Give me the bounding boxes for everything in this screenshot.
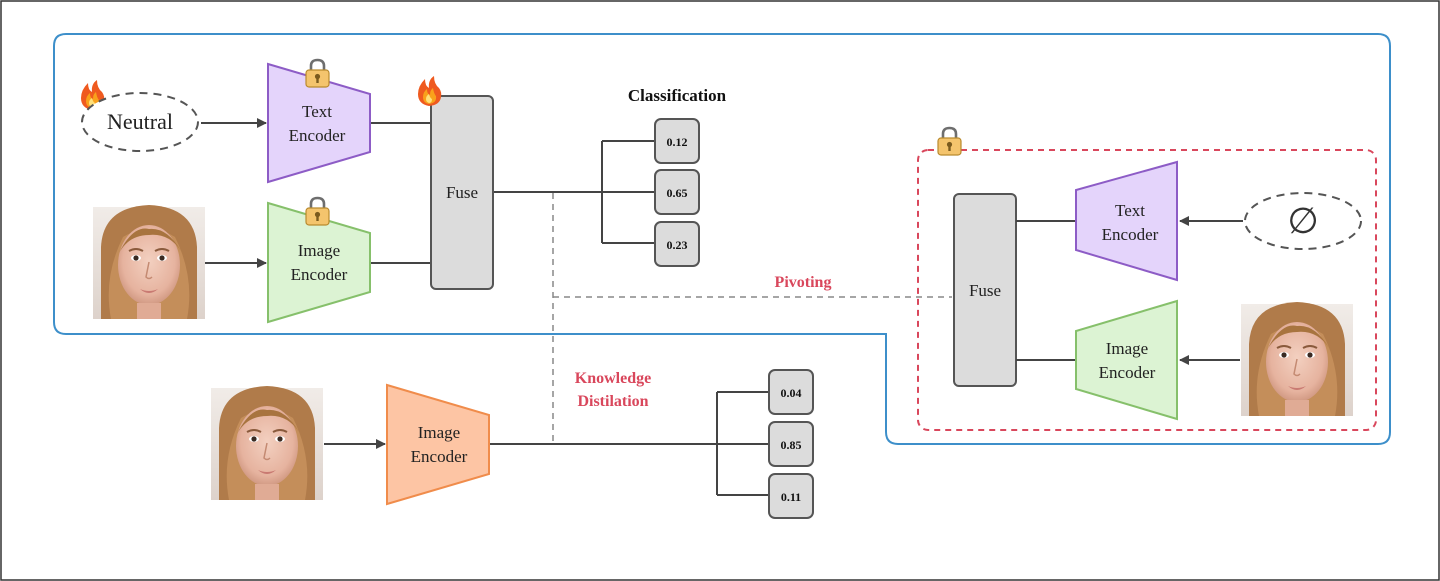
fuse-block-top <box>430 95 494 290</box>
face-photo-bottom <box>210 385 324 501</box>
teacher-score-box <box>654 118 700 164</box>
student-encoder-label-1: Image <box>418 423 460 442</box>
face-photo-right <box>1240 301 1354 417</box>
text-encoder-frozen <box>1075 160 1178 282</box>
teacher-score-value: 0.65 <box>667 186 688 200</box>
frozen-module-outline <box>917 149 1377 431</box>
image-encoder-top-label-2: Encoder <box>291 265 348 284</box>
text-encoder-top-label-1: Text <box>302 102 332 121</box>
student-score-value: 0.11 <box>781 490 801 504</box>
image-encoder-frozen-label-1: Image <box>1106 339 1148 358</box>
student-score-value: 0.85 <box>781 438 802 452</box>
neutral-prompt-ellipse <box>81 92 199 152</box>
text-encoder-top-label-2: Encoder <box>289 126 346 145</box>
image-encoder-top <box>267 201 371 324</box>
image-encoder-top-label-1: Image <box>298 241 340 260</box>
lock-icon <box>304 196 331 227</box>
face-photo-top <box>92 204 206 320</box>
student-score-box <box>768 369 814 415</box>
pivoting-label: Pivoting <box>775 274 832 291</box>
classification-title: Classification <box>628 86 727 105</box>
text-encoder-frozen-label-1: Text <box>1115 201 1145 220</box>
image-encoder-frozen <box>1075 299 1178 421</box>
text-encoder-top <box>267 62 371 184</box>
knowledge-distillation-label-2: Distilation <box>577 393 648 410</box>
teacher-score-box <box>654 169 700 215</box>
student-encoder-label-2: Encoder <box>411 447 468 466</box>
lock-icon <box>936 126 963 157</box>
teacher-score-box <box>654 221 700 267</box>
fuse-frozen-label: Fuse <box>969 281 1001 300</box>
student-score-box <box>768 421 814 467</box>
teacher-panel-outline <box>53 33 1391 445</box>
fire-icon <box>418 76 442 106</box>
lock-icon <box>304 58 331 89</box>
text-encoder-frozen-label-2: Encoder <box>1102 225 1159 244</box>
fuse-top-label: Fuse <box>446 183 478 202</box>
neutral-prompt-label: Neutral <box>107 109 173 134</box>
teacher-score-value: 0.23 <box>667 238 688 252</box>
student-image-encoder <box>386 383 490 506</box>
teacher-score-value: 0.12 <box>667 135 688 149</box>
knowledge-distillation-label-1: Knowledge <box>575 370 651 387</box>
image-encoder-frozen-label-2: Encoder <box>1099 363 1156 382</box>
student-score-value: 0.04 <box>781 386 802 400</box>
student-score-box <box>768 473 814 519</box>
empty-set-symbol: ∅ <box>1287 201 1318 241</box>
empty-prompt-ellipse <box>1244 192 1362 250</box>
fuse-block-frozen <box>953 193 1017 387</box>
